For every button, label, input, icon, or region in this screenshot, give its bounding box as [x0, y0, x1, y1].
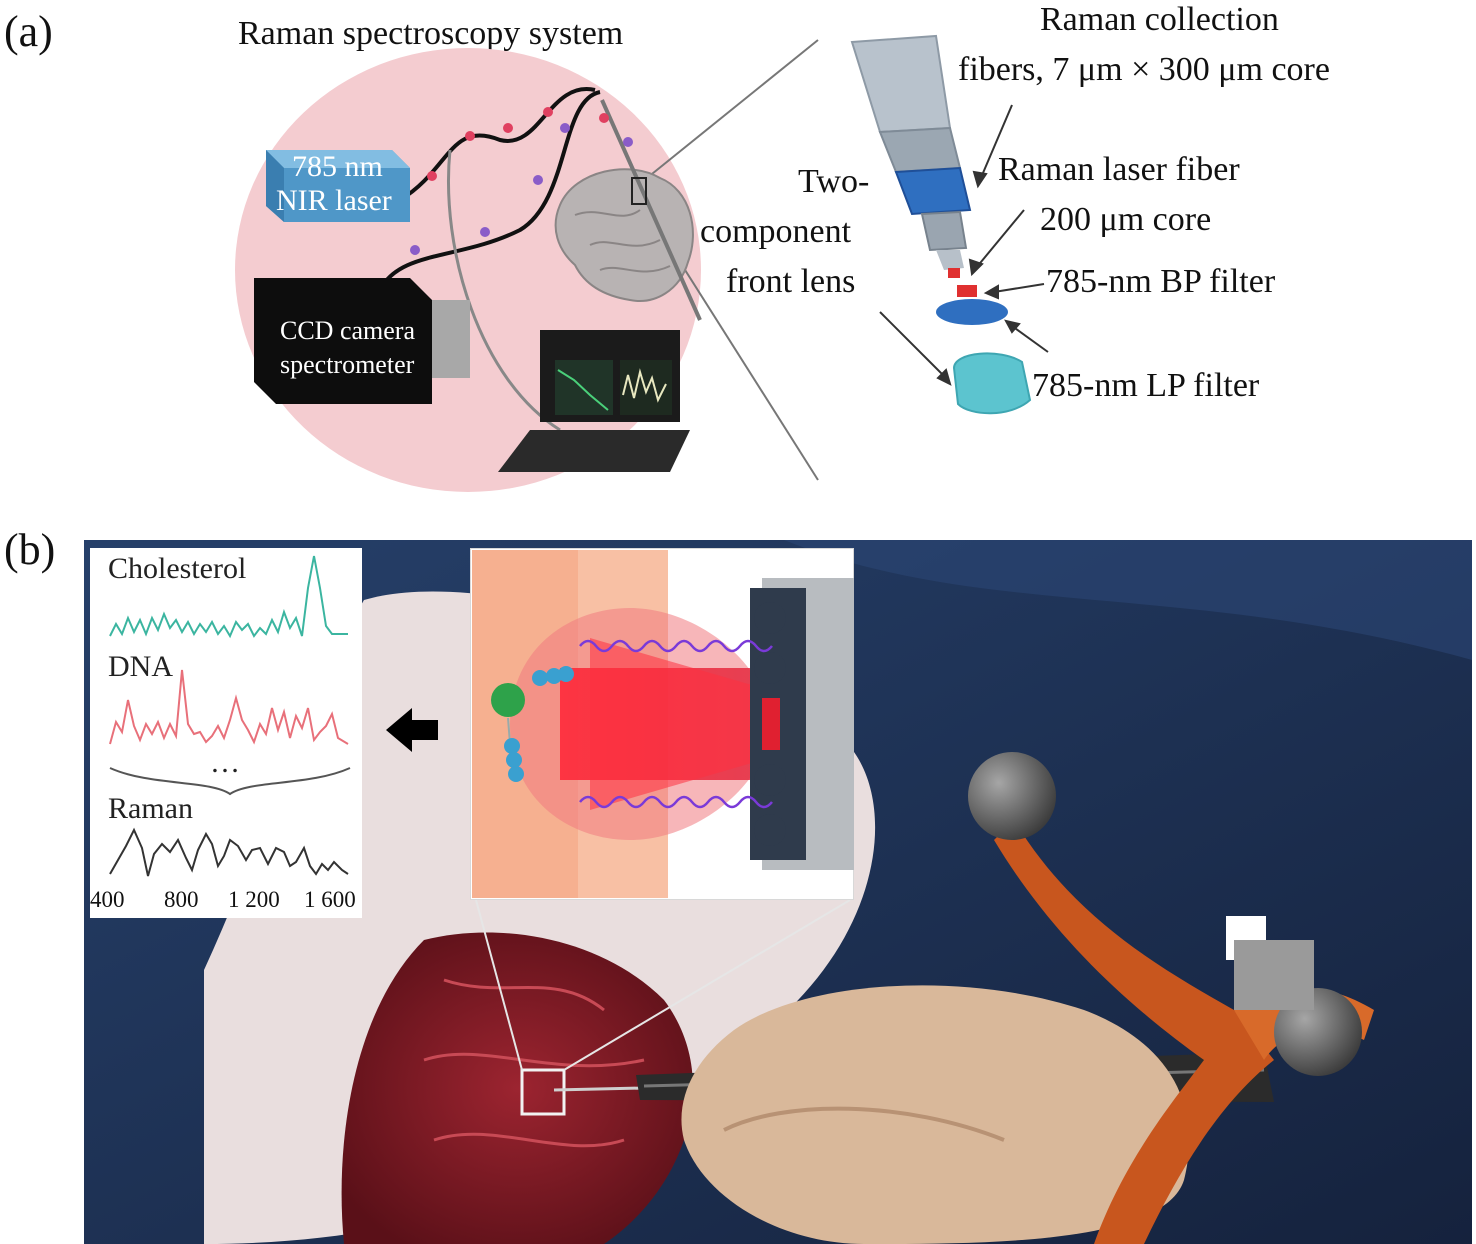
raman-spectrum — [109, 827, 349, 877]
probe-zoom-box — [631, 177, 647, 205]
collection-fibers-line1: Raman collection — [1040, 1, 1279, 38]
spectrum-name-cholesterol: Cholesterol — [108, 552, 247, 585]
front-lens-line3: front lens — [726, 263, 856, 300]
probe-exploded — [850, 34, 1032, 415]
tracker-ball-1 — [968, 752, 1056, 840]
panel-b-label: (b) — [4, 525, 56, 574]
fiber-cable-3 — [446, 149, 561, 432]
system-illustration — [235, 34, 1049, 492]
x-tick-800: 800 — [164, 887, 199, 912]
zoom-line-top — [641, 39, 819, 183]
collection-fibers-line2: fibers, 7 μm × 300 μm core — [958, 51, 1330, 88]
dna-spectrum — [109, 669, 349, 745]
fiber-cable-1 — [398, 87, 596, 202]
ccd-label-line2: spectrometer — [280, 350, 415, 379]
ccd-box — [254, 278, 470, 404]
tracker-arm — [994, 820, 1274, 1244]
x-tick-400: 400 — [90, 887, 125, 912]
probe-tip-inset — [470, 548, 854, 900]
x-tick-1600: 1 600 — [304, 887, 356, 912]
laser-fiber-line1: Raman laser fiber — [998, 151, 1240, 188]
bp-filter-label: 785-nm BP filter — [1046, 263, 1276, 300]
left-arrow-icon — [386, 708, 438, 752]
laser-fiber-line2: 200 μm core — [1040, 201, 1212, 238]
gloved-hand — [681, 985, 1190, 1244]
panel-a-label: (a) — [4, 7, 53, 56]
spectrum-name-dna: DNA — [108, 650, 173, 683]
fiber-cable-2 — [378, 90, 601, 291]
ellipsis: … — [210, 746, 240, 779]
front-lens-line2: component — [700, 213, 852, 250]
brain-shape — [554, 168, 694, 302]
exposed-tissue — [341, 932, 693, 1244]
system-title: Raman spectroscopy system — [238, 15, 624, 52]
laser-box — [266, 150, 410, 222]
x-tick-1200: 1 200 — [228, 887, 280, 912]
spectrum-name-raman: Raman — [108, 792, 193, 825]
brace — [109, 767, 351, 796]
laptop — [498, 330, 690, 472]
laser-label-line2: NIR laser — [276, 184, 392, 217]
annotation-arrows — [879, 104, 1049, 386]
front-lens-line1: Two- — [798, 163, 870, 200]
lp-filter-label: 785-nm LP filter — [1032, 367, 1260, 404]
laser-label-line1: 785 nm — [292, 150, 383, 183]
tissue-zoom-box — [520, 1068, 566, 1116]
spectra-plot — [109, 555, 351, 877]
cholesterol-spectrum — [109, 555, 348, 639]
ccd-label-line1: CCD camera — [280, 316, 416, 345]
probe-rod — [600, 99, 702, 321]
